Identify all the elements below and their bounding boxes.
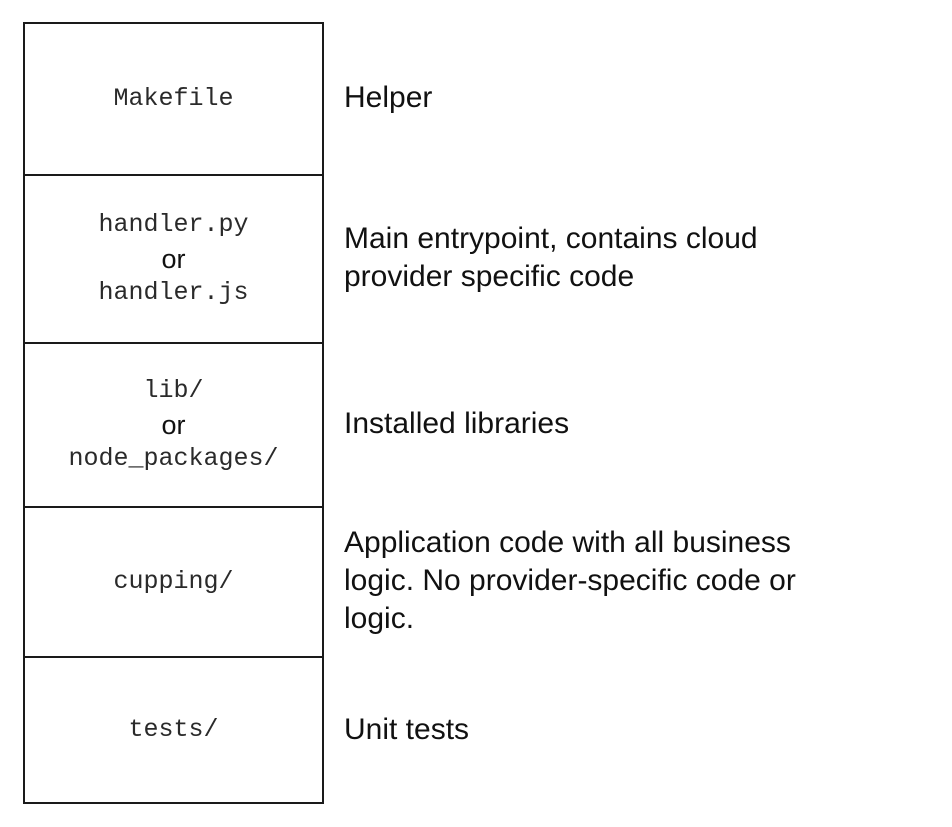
layer-tests-description: Unit tests [344,656,904,804]
layer-libraries-description: Installed libraries [344,342,904,506]
layer-application-description: Application code with all business logic… [344,506,904,656]
description-line: provider specific code [344,260,635,293]
layer-makefile-name: Makefile [113,84,234,113]
layer-stack: Makefile handler.py or handler.js lib/ o… [23,22,324,804]
layer-handler-description: Main entrypoint, contains cloud provider… [344,174,904,342]
description-line: Application code with all business [344,526,791,559]
layer-handler-name-js: handler.js [98,278,249,307]
layer-libraries: lib/ or node_packages/ [25,342,322,506]
layer-libraries-name-node: node_packages/ [68,444,279,473]
layer-tests-name: tests/ [128,715,219,744]
description-line: logic. No provider-specific code or [344,564,796,597]
description-line: Main entrypoint, contains cloud [344,222,758,255]
layer-application: cupping/ [25,506,322,656]
layer-handler-or: or [161,244,186,274]
description-line: Installed libraries [344,407,570,440]
layer-handler-name-py: handler.py [98,210,249,239]
layer-makefile-description: Helper [344,22,904,174]
description-line: Helper [344,81,433,114]
description-line: logic. [344,602,415,635]
layer-libraries-name-lib: lib/ [143,376,204,405]
layer-tests: tests/ [25,656,322,802]
layer-handler: handler.py or handler.js [25,174,322,342]
layer-application-name: cupping/ [113,567,234,596]
layer-libraries-or: or [161,410,186,440]
layer-makefile: Makefile [25,24,322,174]
description-line: Unit tests [344,713,470,746]
